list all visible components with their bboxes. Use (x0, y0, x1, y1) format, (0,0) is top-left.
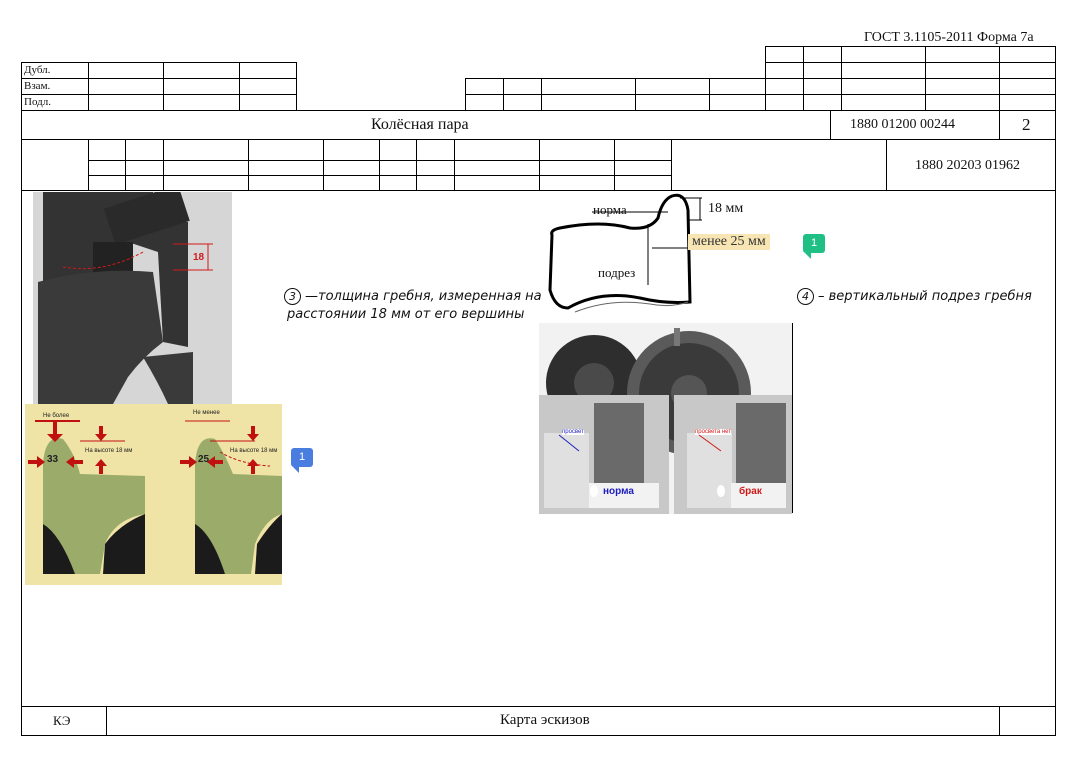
card-value-25: 25 (198, 454, 210, 465)
frame-bottom (21, 735, 1056, 736)
flange-card-photo: Не более Не менее На высоте 18 мм На выс… (25, 404, 282, 585)
note-4-text: – вертикальный подрез гребня (818, 289, 1032, 304)
stamp-v8 (541, 78, 542, 110)
note-3-line2: расстоянии 18 мм от его вершины (287, 307, 525, 322)
doc-code-2: 1880 20203 01962 (915, 158, 1020, 173)
t2-v7 (416, 139, 417, 190)
label-podl: Подл. (24, 96, 51, 108)
stamp-v10 (709, 78, 710, 110)
sheet-number: 2 (1022, 115, 1031, 134)
title-v2 (999, 110, 1000, 139)
frame-right (1055, 46, 1056, 736)
stamp-v3 (841, 46, 842, 110)
frame-left (21, 62, 22, 736)
t2-v1 (88, 139, 89, 190)
note-3-line1: —толщина гребня, измеренная на (305, 289, 542, 304)
lgrid-r1 (21, 78, 296, 79)
gauge-photo: 18 (33, 192, 232, 404)
note-3-number: 3 (284, 288, 301, 305)
label-dubl: Дубл. (24, 64, 51, 76)
note-4-number: 4 (797, 288, 814, 305)
footer-title: Карта эскизов (500, 712, 590, 728)
t2-v5 (323, 139, 324, 190)
label-vzam: Взам. (24, 80, 51, 92)
card-value-33: 33 (47, 454, 59, 465)
t2-v3 (163, 139, 164, 190)
lgrid-v4 (296, 62, 297, 110)
gost-label: ГОСТ 3.1105-2011 Форма 7а (864, 30, 1034, 45)
flange-profile-drawing (548, 193, 702, 313)
card-ne-menee: Не менее (193, 410, 220, 416)
lgrid-v1 (88, 62, 89, 110)
stamp-v2 (803, 46, 804, 110)
label-less-25mm: менее 25 мм (688, 234, 770, 250)
wheel-gauge-svg (539, 323, 792, 514)
t2-v9 (539, 139, 540, 190)
title-v1 (830, 110, 831, 139)
lgrid-v2 (163, 62, 164, 110)
t2-v12 (886, 139, 887, 190)
lgrid-v3 (239, 62, 240, 110)
footer-top (21, 706, 1056, 707)
table2-bottom (21, 190, 1056, 191)
title-row-top (21, 110, 1056, 111)
vertical-divider (792, 323, 793, 513)
t2-v2 (125, 139, 126, 190)
photo-prosveta-net: просвета нет (695, 429, 732, 435)
photo-label-brak: брак (739, 486, 762, 497)
stamp-row3 (465, 94, 1056, 95)
note-4: 4 – вертикальный подрез гребня (797, 288, 1032, 305)
wheel-gauge-photo: просвет просвета нет норма брак (539, 323, 792, 514)
card-ne-bolee: Не более (43, 413, 70, 419)
gauge-mark-18: 18 (193, 252, 205, 263)
t2-v6 (379, 139, 380, 190)
t2-v4 (248, 139, 249, 190)
comment-badge-1[interactable]: 1 (803, 234, 825, 259)
card-na-vysote-2: На высоте 18 мм (230, 448, 278, 454)
footer-v2 (999, 706, 1000, 736)
comment-badge-2[interactable]: 1 (291, 448, 313, 473)
flange-card-svg (25, 404, 282, 585)
t2-v11 (671, 139, 672, 190)
label-norma: норма (593, 202, 627, 217)
stamp-top (765, 46, 1056, 47)
page-title: Колёсная пара (371, 116, 469, 133)
title-row-bottom (21, 139, 1056, 140)
footer-v1 (106, 706, 107, 736)
stamp-v5 (999, 46, 1000, 110)
stamp-v7 (503, 78, 504, 110)
t2-v10 (614, 139, 615, 190)
lgrid-top (21, 62, 296, 63)
stamp-v4 (925, 46, 926, 110)
footer-code: КЭ (53, 713, 71, 728)
doc-code: 1880 01200 00244 (850, 117, 955, 132)
lgrid-r2 (21, 94, 296, 95)
stamp-row1 (765, 62, 1056, 63)
stamp-row2 (465, 78, 1056, 79)
t2-v8 (454, 139, 455, 190)
stamp-v9 (635, 78, 636, 110)
stamp-v1 (765, 46, 766, 110)
photo-label-norma: норма (603, 486, 634, 497)
label-18mm: 18 мм (708, 201, 744, 216)
note-3: 3 —толщина гребня, измеренная на (284, 288, 542, 305)
gauge-photo-svg (33, 192, 232, 404)
card-na-vysote-1: На высоте 18 мм (85, 448, 133, 454)
stamp-v6 (465, 78, 466, 110)
label-podrez: подрез (598, 265, 636, 280)
photo-prosvet: просвет (562, 429, 584, 435)
